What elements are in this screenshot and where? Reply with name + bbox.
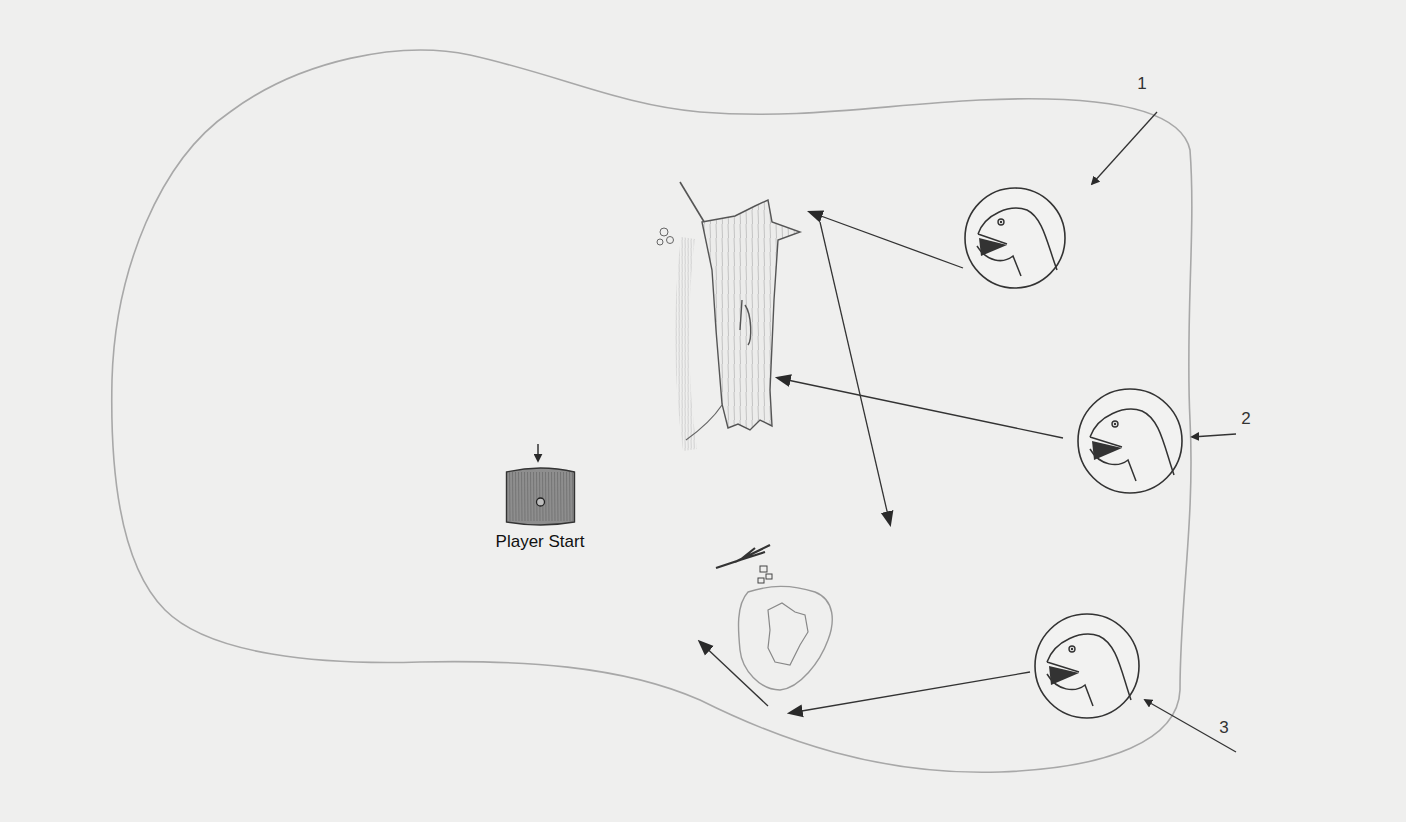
pond <box>716 545 832 690</box>
node-label: Player Start <box>492 532 589 552</box>
callout-number: 2 <box>1241 409 1250 429</box>
creature-spawn <box>965 188 1065 288</box>
creature-spawn <box>1035 614 1139 718</box>
patrol-path <box>700 212 1063 713</box>
spawn-entry-arrow <box>1092 112 1236 752</box>
start-pad <box>492 465 589 529</box>
callout-number: 3 <box>1219 718 1228 738</box>
level-boundary <box>112 50 1192 772</box>
creature-spawn <box>1078 389 1182 493</box>
start-arrow <box>537 444 539 461</box>
player-start: Player Start <box>492 465 589 552</box>
tree-trunk <box>657 182 800 450</box>
callout-number: 1 <box>1137 74 1146 94</box>
